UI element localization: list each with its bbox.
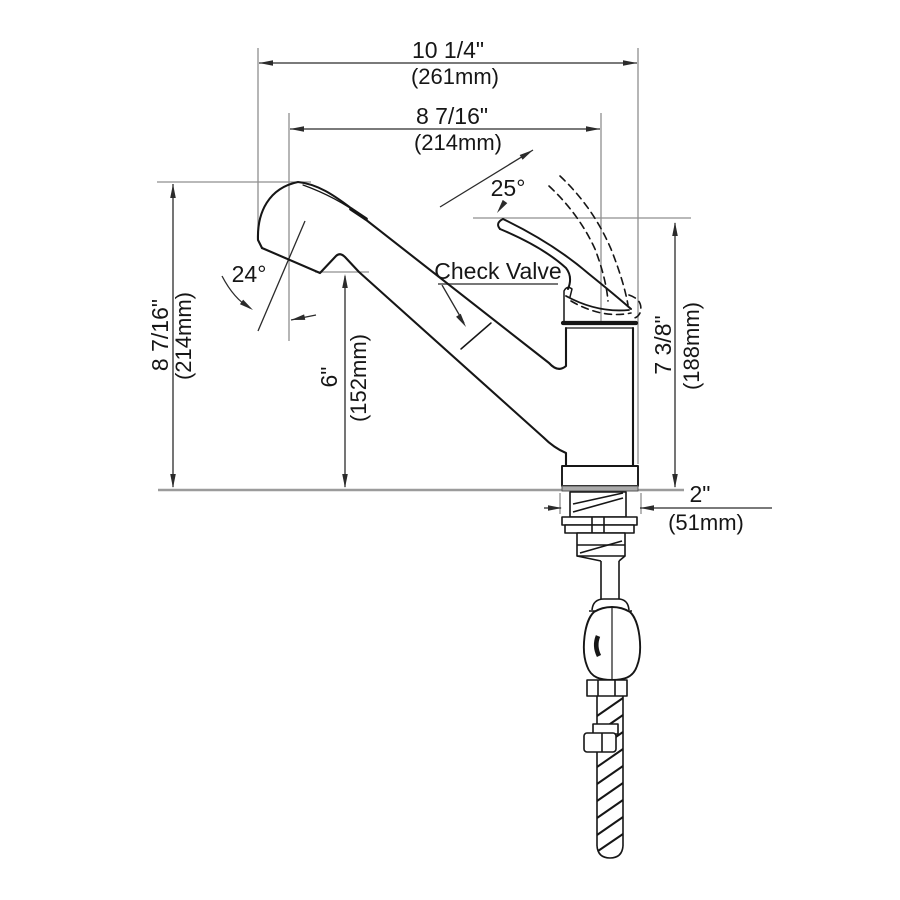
faucet-outline <box>256 175 642 492</box>
hole-diameter-mm: (51mm) <box>668 510 744 535</box>
overall-width-inches: 10 1/4" <box>412 37 484 63</box>
mounting-nut-upper <box>561 516 638 526</box>
handle-front-bracket <box>563 286 573 322</box>
check-valve-mark <box>460 322 492 350</box>
check-valve-label: Check Valve <box>434 258 561 284</box>
spout-height-inches: 6" <box>316 367 342 388</box>
dimension-labels: 10 1/4" (261mm) 8 7/16" (214mm) 25° Chec… <box>147 37 744 535</box>
extension-lines <box>157 48 691 514</box>
handle-base-dome <box>565 295 630 312</box>
handle-raised-position <box>548 175 642 319</box>
handle-lower-edge <box>499 228 572 290</box>
spray-head-seam-shadow <box>349 207 368 221</box>
handle-upper-edge <box>502 218 632 310</box>
spout-reach-mm: (214mm) <box>414 130 502 155</box>
under-deck-assembly <box>561 491 642 859</box>
shank-thread-1 <box>572 497 624 513</box>
handle-angle-label: 25° <box>491 175 526 201</box>
spray-angle-reference-line <box>257 220 306 332</box>
mounting-nut-lower <box>564 524 635 534</box>
pullout-hose <box>596 696 624 859</box>
spout-height-mm: (152mm) <box>346 334 371 422</box>
handle-angle-leg <box>439 149 534 208</box>
base-flange <box>561 465 639 487</box>
hole-diameter-inches: 2" <box>690 481 711 507</box>
body-height-mm: (188mm) <box>679 302 704 390</box>
hose-end-cap <box>596 845 624 859</box>
spout-bottom-edge <box>260 246 568 468</box>
base-gasket <box>561 485 639 492</box>
spray-head-and-spout-top <box>256 180 568 370</box>
hose-clip <box>583 732 617 753</box>
shank-taper <box>576 555 626 562</box>
handle-tip <box>497 218 504 230</box>
weight-clamp <box>586 679 628 697</box>
shank-thread-2 <box>572 492 624 505</box>
overall-height-inches: 8 7/16" <box>147 299 173 371</box>
overall-height-mm: (214mm) <box>171 292 196 380</box>
counterweight-slot <box>593 635 602 658</box>
overall-width-mm: (261mm) <box>411 64 499 89</box>
dimension-lines <box>172 62 772 509</box>
body-height-inches: 7 3/8" <box>650 315 676 374</box>
spout-reach-inches: 8 7/16" <box>416 103 488 129</box>
lower-shank-thread <box>579 540 623 554</box>
hose-spiral-wrap <box>596 697 624 852</box>
spray-angle-label: 24° <box>232 261 267 287</box>
